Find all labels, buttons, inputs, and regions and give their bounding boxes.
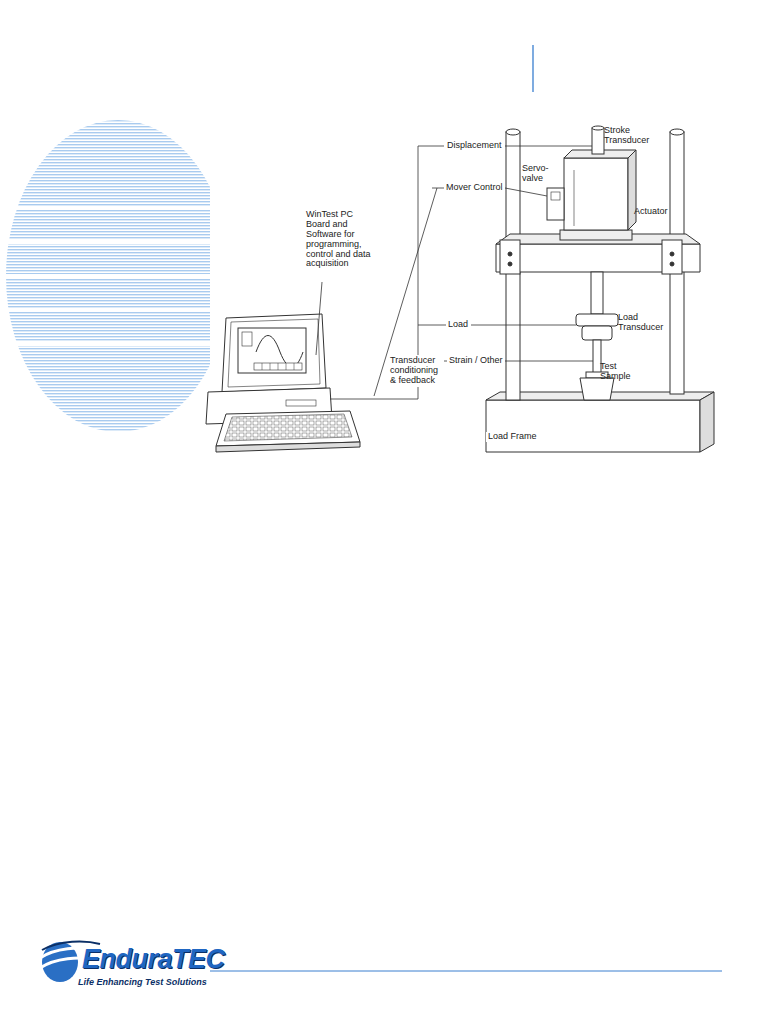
signal-lines bbox=[316, 146, 593, 399]
signal-label: Transducer conditioning & feedback bbox=[388, 355, 444, 387]
signal-bus bbox=[330, 146, 444, 399]
tagline: Life Enhancing Test Solutions bbox=[78, 978, 207, 988]
header-rule bbox=[532, 45, 533, 92]
post-clamp bbox=[500, 240, 520, 274]
leader-line bbox=[432, 188, 444, 189]
leader-line bbox=[316, 282, 322, 355]
keyboard bbox=[216, 411, 360, 446]
part-label: Load Transducer bbox=[618, 313, 668, 333]
piston-rod bbox=[591, 272, 603, 314]
note-label: WinTest PC Board and Software for progra… bbox=[306, 210, 378, 269]
lower-grip bbox=[580, 378, 614, 400]
monitor bbox=[222, 314, 326, 392]
load-frame bbox=[486, 126, 714, 452]
striped-disc bbox=[0, 120, 210, 432]
sine-wave bbox=[256, 336, 303, 368]
footer-rule bbox=[210, 971, 722, 972]
leader-line bbox=[471, 325, 576, 326]
servo-valve bbox=[547, 188, 564, 220]
part-label: Test Sample bbox=[600, 362, 640, 382]
leader-line bbox=[505, 146, 592, 147]
part-label: Servo-valve bbox=[522, 164, 552, 184]
leader-line bbox=[505, 361, 593, 362]
computer bbox=[206, 314, 360, 452]
signal-label: Strain / Other bbox=[449, 356, 503, 366]
logo-text: EnduraTEC bbox=[82, 945, 225, 975]
post-clamp bbox=[662, 240, 682, 274]
signal-label: Displacement bbox=[447, 141, 502, 151]
monitor-screen bbox=[238, 328, 306, 373]
frame-base bbox=[486, 400, 700, 452]
leader-line bbox=[418, 325, 446, 326]
leader-line bbox=[505, 188, 547, 196]
actuator-mount bbox=[560, 230, 632, 240]
stroke-transducer bbox=[592, 128, 604, 154]
actuator bbox=[564, 158, 628, 230]
signal-label: Mover Control bbox=[446, 183, 503, 193]
signal-label: Load bbox=[448, 320, 468, 330]
part-label: Load Frame bbox=[486, 432, 539, 442]
load-transducer bbox=[576, 314, 618, 326]
part-label: Actuator bbox=[634, 207, 668, 217]
part-label: Stroke Transducer bbox=[604, 126, 656, 146]
